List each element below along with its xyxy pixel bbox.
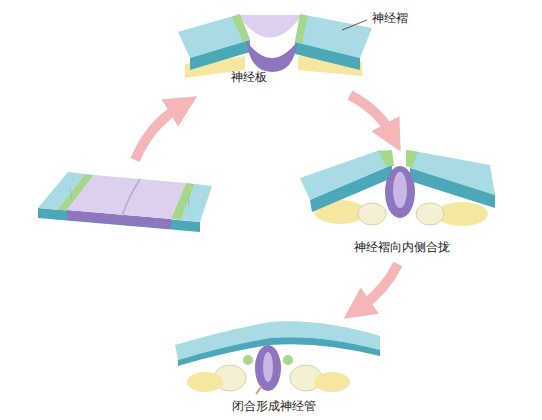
caption-label: 神经褶向内侧合拢 xyxy=(354,240,450,254)
flat-neural-plate xyxy=(38,172,212,232)
neural-tube-stage xyxy=(175,321,380,394)
neural-groove-stage xyxy=(178,14,372,78)
caption-label: 神经褶 xyxy=(372,11,408,25)
leader-line xyxy=(342,20,367,30)
caption-label: 神经板 xyxy=(231,70,267,84)
caption-label: 闭合形成神经管 xyxy=(232,399,316,413)
folds-closing-stage xyxy=(300,150,495,226)
